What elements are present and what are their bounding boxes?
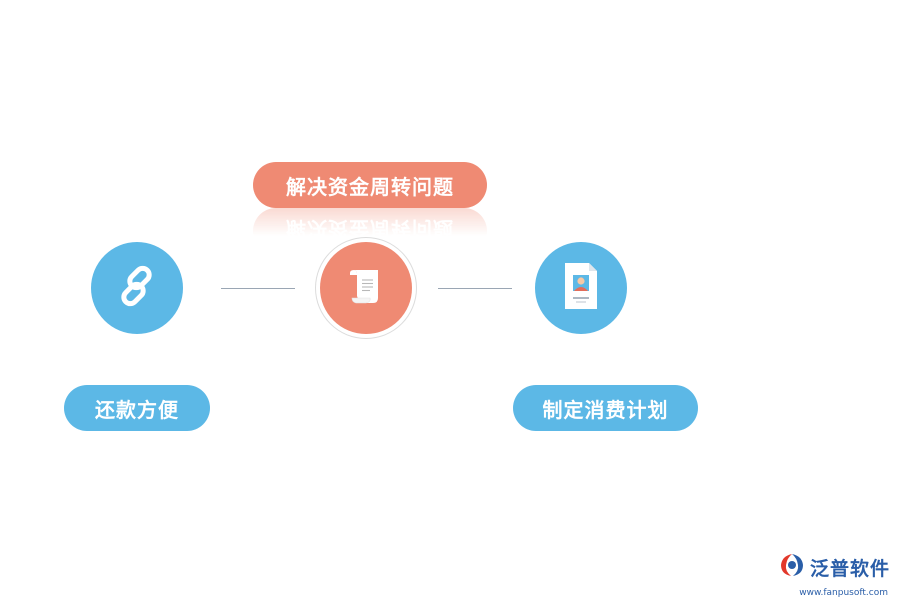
- brand-url: www.fanpusoft.com: [799, 588, 888, 598]
- center-label: 解决资金周转问题: [286, 174, 454, 199]
- right-connector-line: [438, 288, 512, 289]
- scroll-icon: [344, 264, 388, 312]
- right-label-pill: 制定消费计划: [513, 385, 698, 431]
- profile-document-icon: [559, 261, 603, 315]
- center-node-circle: [320, 242, 412, 334]
- center-label-reflection: 解决资金周转问题: [253, 208, 487, 236]
- left-label-pill: 还款方便: [64, 385, 210, 431]
- brand-name: 泛普软件: [809, 557, 890, 580]
- left-connector-line: [221, 288, 295, 289]
- center-label-pill: 解决资金周转问题: [253, 162, 487, 208]
- left-label: 还款方便: [95, 397, 179, 422]
- brand-logo: 泛普软件: [778, 552, 890, 582]
- right-label: 制定消费计划: [542, 397, 669, 422]
- left-node-circle: [91, 242, 183, 334]
- right-node-circle: [535, 242, 627, 334]
- brand-mark-icon: [778, 552, 806, 582]
- link-chain-icon: [113, 262, 161, 314]
